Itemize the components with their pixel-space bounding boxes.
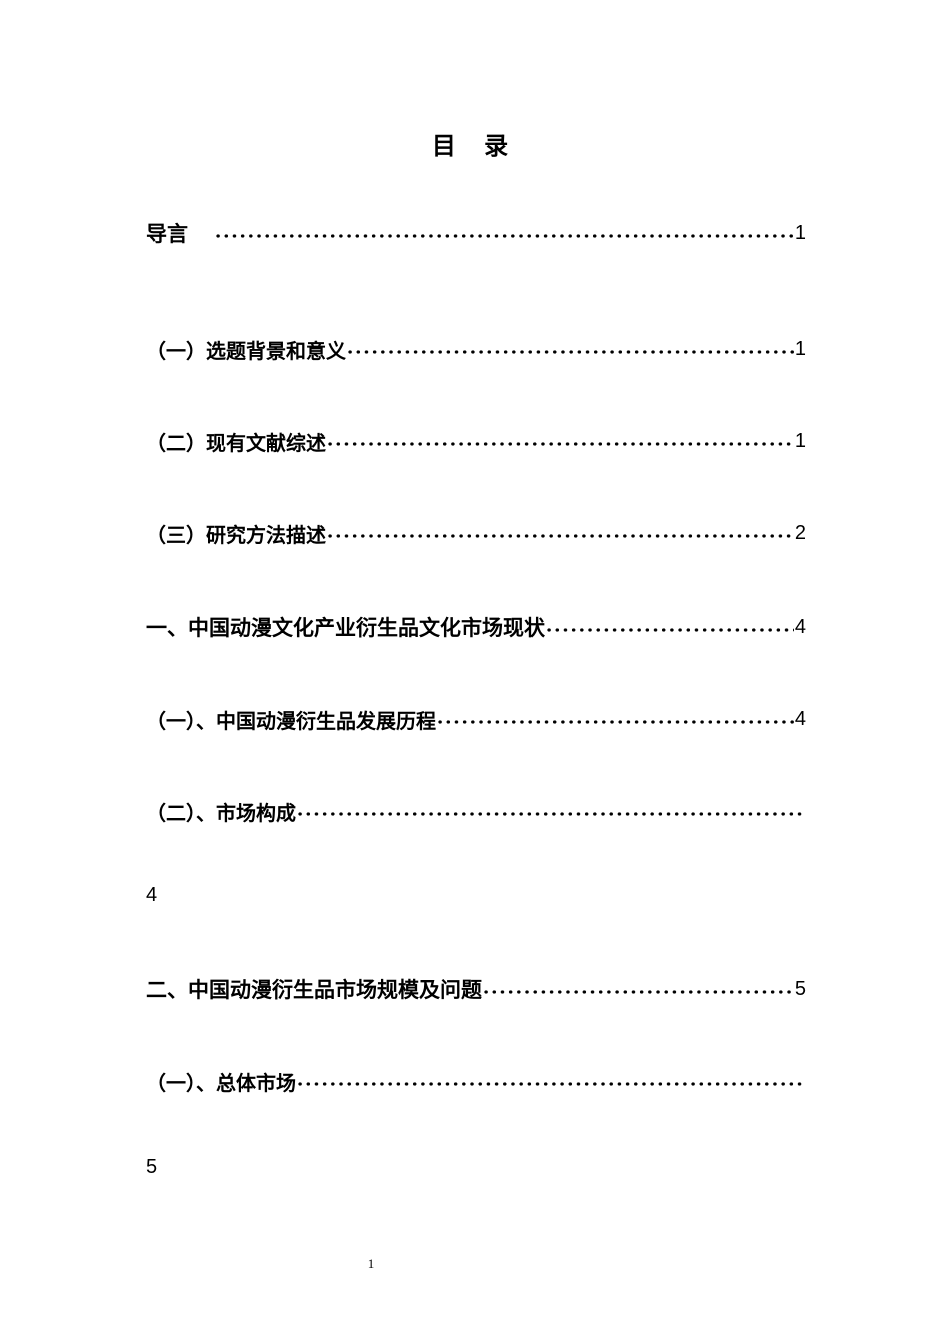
dot-leader [436,720,794,724]
toc-entry-page: 2 [794,521,806,544]
toc-entry-chapter-2[interactable]: 二、中国动漫衍生品市场规模及问题 5 [146,974,806,1004]
footer-page-number: 1 [367,1256,375,1271]
toc-entry-methodology[interactable]: （三）研究方法描述 2 [146,518,806,548]
toc-entry-label: （三）研究方法描述 [146,522,326,547]
toc-entry-page: 4 [794,707,806,730]
toc-entry-label: 导言 [146,222,188,246]
toc-entry-label: （一）选题背景和意义 [146,338,346,363]
toc-entry-page: 1 [794,337,806,360]
toc-entry-page: 1 [794,429,806,452]
toc-entry-background[interactable]: （一）选题背景和意义 1 [146,334,806,364]
toc-entry-page: 1 [794,221,806,244]
dot-leader [296,1082,806,1086]
toc-entry-label: （一）、中国动漫衍生品发展历程 [146,708,436,733]
toc-entry-label: 一、中国动漫文化产业衍生品文化市场现状 [146,616,545,640]
toc-entry-market-composition[interactable]: （二）、市场构成 [146,796,806,826]
toc-entry-page-wrapped: 5 [146,1156,158,1178]
toc-entry-page-wrapped: 4 [146,884,158,906]
toc-entry-literature-review[interactable]: （二）现有文献综述 1 [146,426,806,456]
toc-entry-label: （二）现有文献综述 [146,430,326,455]
toc-entry-introduction[interactable]: 导言 1 [146,218,806,248]
toc-title: 目 录 [431,132,519,160]
toc-entry-page: 5 [794,977,806,1000]
toc-entry-label: 二、中国动漫衍生品市场规模及问题 [146,978,482,1002]
dot-leader [346,350,794,354]
toc-entry-page: 4 [794,615,806,638]
toc-entry-label: （二）、市场构成 [146,800,296,825]
dot-leader [296,812,806,816]
toc-entry-overall-market[interactable]: （一）、总体市场 [146,1066,806,1096]
toc-entry-chapter-1[interactable]: 一、中国动漫文化产业衍生品文化市场现状 4 [146,612,806,642]
dot-leader [326,442,794,446]
dot-leader [482,990,794,994]
toc-entry-development-history[interactable]: （一）、中国动漫衍生品发展历程 4 [146,704,806,734]
dot-leader [326,534,794,538]
dot-leader [214,234,794,238]
toc-entry-label: （一）、总体市场 [146,1070,296,1095]
dot-leader [545,628,794,632]
